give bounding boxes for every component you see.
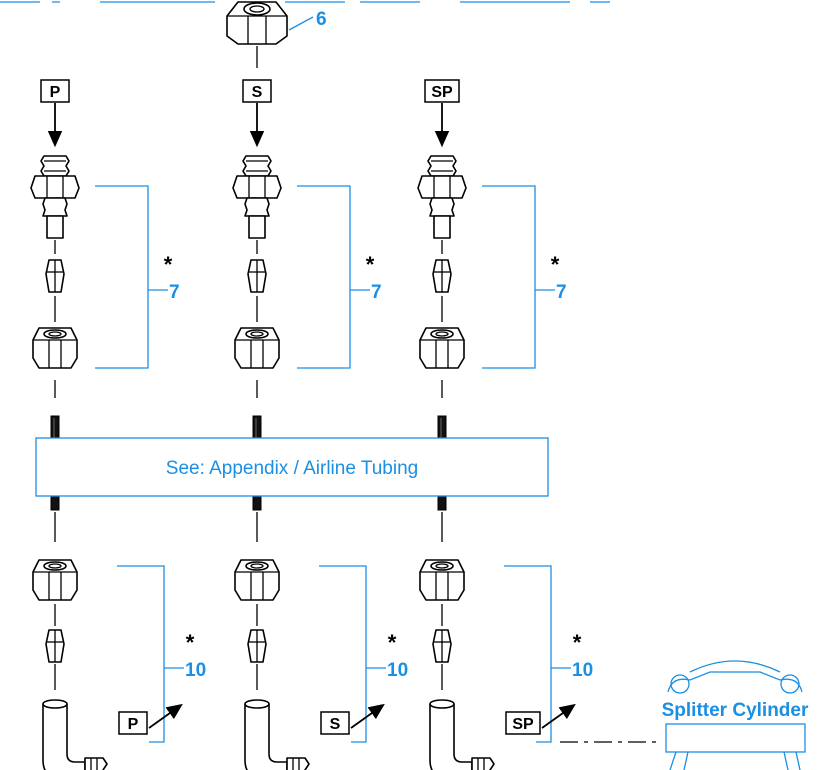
top-port-label: SP — [431, 84, 453, 101]
lower-nut — [32, 559, 78, 601]
top-port-box — [40, 79, 70, 103]
banner-text: See: Appendix / Airline Tubing — [166, 458, 418, 479]
upper-nut — [234, 327, 280, 369]
upper-bracket — [482, 185, 536, 369]
lower-nut — [419, 559, 465, 601]
fitting-column-p: P*7*10P — [30, 79, 206, 770]
lower-ferrule — [45, 629, 65, 663]
top-port-box — [242, 79, 272, 103]
fitting-column-s: S*7*10S — [232, 79, 408, 770]
callout-10: 10 — [185, 660, 206, 681]
lower-star: * — [388, 630, 397, 655]
bottom-port-label: SP — [512, 716, 534, 733]
upper-star: * — [164, 252, 173, 277]
bottom-port-box — [320, 711, 350, 735]
upper-connector — [232, 155, 282, 239]
upper-nut — [419, 327, 465, 369]
lower-nut — [234, 559, 280, 601]
lower-ferrule — [432, 629, 452, 663]
callout-10: 10 — [387, 660, 408, 681]
upper-star: * — [366, 252, 375, 277]
splitter-label: Splitter Cylinder — [662, 700, 809, 721]
tubing-lower — [50, 495, 60, 511]
top-port-label: S — [252, 84, 263, 101]
lower-bracket — [504, 565, 552, 743]
callout-7: 7 — [169, 282, 180, 303]
flow-arrow-out — [148, 703, 183, 729]
upper-connector — [417, 155, 467, 239]
upper-star: * — [551, 252, 560, 277]
upper-ferrule — [45, 259, 65, 293]
lower-ferrule — [247, 629, 267, 663]
upper-nut — [32, 327, 78, 369]
callout-7: 7 — [556, 282, 567, 303]
lower-star: * — [573, 630, 582, 655]
callout-10: 10 — [572, 660, 593, 681]
lower-bracket — [319, 565, 367, 743]
flow-arrow-out — [541, 703, 576, 729]
elbow-fitting — [244, 699, 310, 770]
callout-6: 6 — [316, 9, 327, 30]
elbow-fitting — [42, 699, 108, 770]
upper-bracket — [297, 185, 351, 369]
splitter-cylinder: Splitter Cylinder — [560, 660, 809, 770]
bottom-port-box — [118, 711, 148, 735]
tubing-lower — [252, 495, 262, 511]
bottom-port-label: S — [330, 716, 341, 733]
top-port-label: P — [50, 84, 61, 101]
top-nut: 6 — [226, 1, 327, 68]
lower-star: * — [186, 630, 195, 655]
tubing-lower — [437, 495, 447, 511]
upper-ferrule — [432, 259, 452, 293]
appendix-banner: See: Appendix / Airline Tubing — [35, 437, 549, 497]
flow-arrow-out — [350, 703, 385, 729]
elbow-fitting — [429, 699, 495, 770]
top-port-box — [424, 79, 460, 103]
upper-bracket — [95, 185, 149, 369]
upper-ferrule — [247, 259, 267, 293]
bottom-port-box — [505, 711, 541, 735]
lower-bracket — [117, 565, 165, 743]
callout-7: 7 — [371, 282, 382, 303]
bottom-port-label: P — [128, 716, 139, 733]
upper-connector — [30, 155, 80, 239]
